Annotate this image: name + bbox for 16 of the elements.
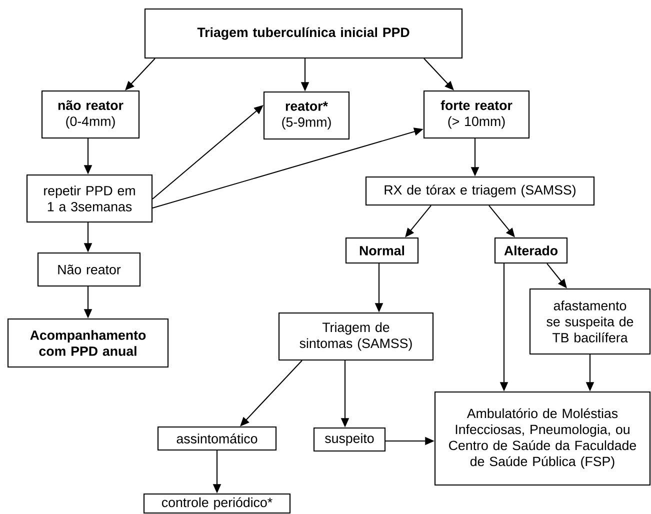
process-box: Acompanhamento com PPD anual — [7, 318, 169, 368]
process-box: Ambulatório de Moléstias Infecciosas, Pneumologia, ou Centro de Saúde da Faculdade de Saúde Pública (FSP) — [434, 391, 651, 486]
process-box: suspeito — [313, 427, 386, 452]
process-box: Normal — [345, 237, 419, 264]
process-box: Triagem de sintomas (SAMSS) — [278, 312, 434, 361]
process-box: assintomático — [157, 426, 277, 451]
process-box: afastamento se suspeita de TB bacilífera — [529, 288, 651, 355]
process-box: Alterado — [494, 237, 568, 264]
process-box: repetir PPD em 1 a 3semanas — [26, 174, 153, 223]
process-box: reator* (5-9mm) — [263, 91, 350, 140]
process-box: Não reator — [37, 252, 141, 287]
process-box: não reator (0-4mm) — [41, 90, 140, 139]
process-box: forte reator (> 10mm) — [423, 90, 530, 139]
process-box: Triagem tuberculínica inicial PPD — [144, 8, 463, 59]
process-box: controle periódico* — [143, 493, 291, 514]
process-box: RX de tórax e triagem (SAMSS) — [365, 176, 595, 206]
